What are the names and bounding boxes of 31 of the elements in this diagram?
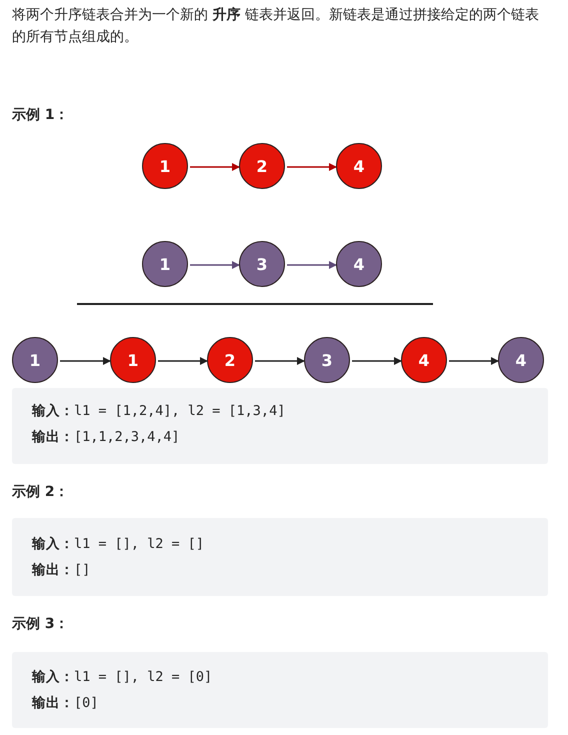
arrow [190, 261, 240, 269]
list-node-circle: 1 [142, 241, 188, 287]
list-node-circle: 4 [336, 143, 382, 189]
arrow [190, 163, 240, 171]
arrow [255, 357, 305, 365]
list-node-circle: 2 [207, 337, 253, 383]
list-node-circle: 4 [336, 241, 382, 287]
arrow [287, 163, 337, 171]
example-io-text: 输入：l1 = [], l2 = [] [32, 535, 204, 553]
example-io-text: 输出：[] [32, 561, 90, 579]
list-node-circle: 4 [498, 337, 544, 383]
list-node-circle: 3 [239, 241, 285, 287]
example-io-text: 输出：[0] [32, 694, 98, 712]
list-node-circle: 1 [12, 337, 58, 383]
example-io-text: 输出：[1,1,2,3,4,4] [32, 428, 180, 446]
example-heading: 示例 1： [12, 106, 69, 124]
arrow [352, 357, 402, 365]
example-heading: 示例 3： [12, 615, 69, 633]
list-node-circle: 1 [110, 337, 156, 383]
arrow [60, 357, 111, 365]
arrow [158, 357, 208, 365]
problem-description: 将两个升序链表合并为一个新的 升序 链表并返回。新链表是通过拼接给定的两个链表的所有节点组成的。 [12, 6, 540, 47]
example-io-text: 输入：l1 = [1,2,4], l2 = [1,3,4] [32, 402, 286, 420]
list-node-circle: 4 [401, 337, 447, 383]
example-io-text: 输入：l1 = [], l2 = [0] [32, 668, 212, 686]
arrow [449, 357, 499, 365]
example-heading: 示例 2： [12, 483, 69, 501]
arrow [287, 261, 337, 269]
list-node-circle: 2 [239, 143, 285, 189]
list-node-circle: 1 [142, 143, 188, 189]
list-node-circle: 3 [304, 337, 350, 383]
